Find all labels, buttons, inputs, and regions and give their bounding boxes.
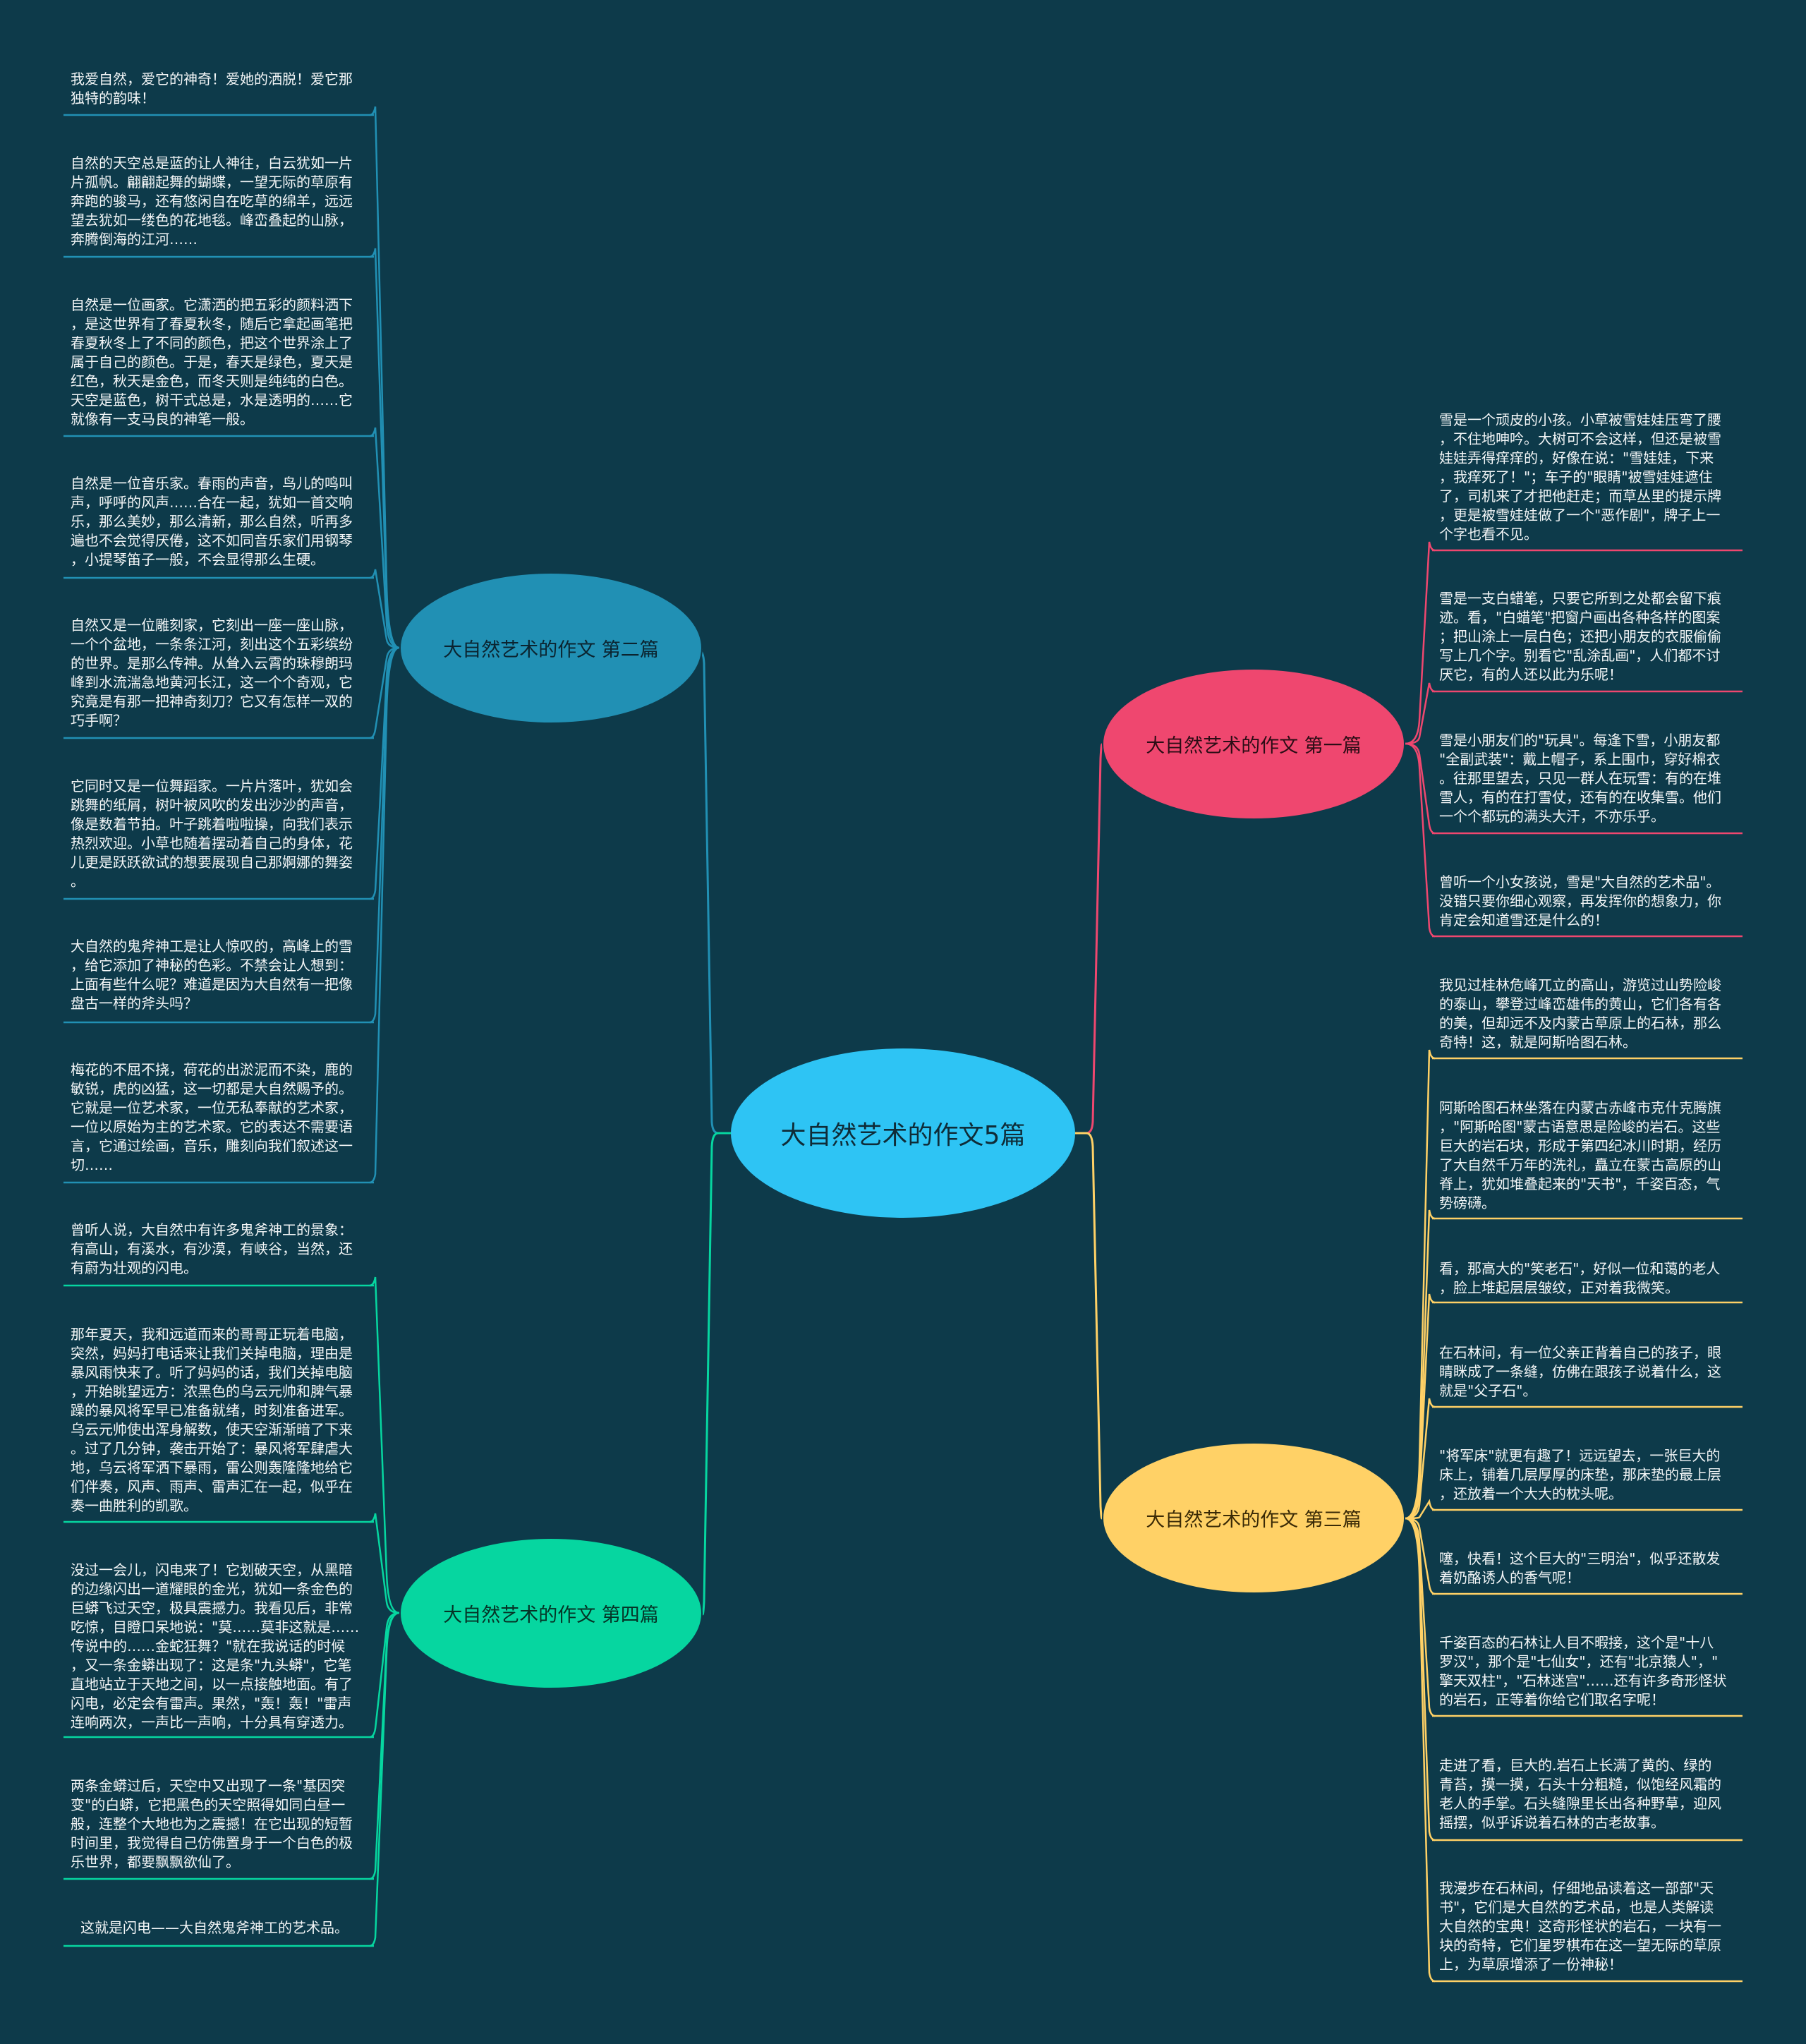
essay2-paragraph-7: 大自然的鬼斧神工是让人惊叹的，高峰上的雪 ，给它添加了神秘的色彩。不禁会让人想到… <box>71 938 353 1012</box>
essay4-branch-connector <box>369 1276 400 1614</box>
topic-essay-3[interactable]: 大自然艺术的作文 第三篇 <box>1102 1442 1405 1594</box>
essay2-paragraph-5: 自然又是一位雕刻家，它刻出一座一座山脉， 一个个盆地，一条条江河，刻出这个五彩缤… <box>71 617 353 729</box>
essay4-paragraph-2: 那年夏天，我和远道而来的哥哥正玩着电脑， 突然，妈妈打电话来让我们关掉电脑，理由… <box>71 1326 353 1514</box>
essay2-paragraph-2: 自然的天空总是蓝的让人神往，白云犹如一片 片孤帆。翩翩起舞的蝴蝶，一望无际的草原… <box>71 155 353 248</box>
essay3-paragraph-9: 我漫步在石林间，仔细地品读着这一部部"天 书"，它们是大自然的艺术品，也是人类解… <box>1439 1880 1721 1973</box>
essay3-paragraph-7: 千姿百态的石林让人目不暇接，这个是"十八 罗汉"，那个是"七仙女"，还有"北京猿… <box>1439 1634 1727 1708</box>
essay1-branch-connector <box>1405 742 1436 938</box>
center-topic[interactable]: 大自然艺术的作文5篇 <box>731 1048 1075 1218</box>
essay3-paragraph-8: 走进了看，巨大的.岩石上长满了黄的、绿的 青苔，摸一摸，石头十分粗糙，似饱经风霜… <box>1439 1757 1721 1831</box>
essay3-paragraph-5: "将军床"就更有趣了！远远望去，一张巨大的 床上，铺着几层厚厚的床垫，那床垫的最… <box>1439 1447 1721 1502</box>
essay1-paragraph-2: 雪是一支白蜡笔，只要它所到之处都会留下痕 迹。看，"白蜡笔"把窗户画出各种各样的… <box>1439 590 1721 683</box>
essay3-paragraph-4: 在石林间，有一位父亲正背着自己的孩子，眼 睛眯成了一条缝，仿佛在跟孩子说着什么，… <box>1439 1344 1721 1399</box>
essay4-branch-connector <box>369 1611 400 1947</box>
essay2-paragraph-4: 自然是一位音乐家。春雨的声音，鸟儿的鸣叫 声，呼呼的风声……合在一起，犹如一首交… <box>71 475 353 568</box>
essay4-paragraph-4: 两条金蟒过后，天空中又出现了一条"基因突 变"的白蟒，它把黑色的天空照得如同白昼… <box>71 1777 353 1870</box>
center-to-topic2-connector <box>698 648 731 1135</box>
essay1-paragraph-4: 曾听一个小女孩说，雪是"大自然的艺术品"。 没错只要你细心观察，再发挥你的想象力… <box>1439 873 1721 929</box>
center-to-topic3-connector <box>1075 1132 1103 1520</box>
center-to-topic1-connector <box>1075 743 1103 1135</box>
essay2-paragraph-8: 梅花的不屈不挠，荷花的出淤泥而不染，鹿的 敏锐，虎的凶猛，这一切都是大自然赐予的… <box>71 1061 353 1173</box>
essay2-branch-connector <box>369 106 400 649</box>
essay2-branch-connector <box>369 646 400 1184</box>
essay3-paragraph-2: 阿斯哈图石林坐落在内蒙古赤峰市克什克腾旗 ，"阿斯哈图"蒙古语意思是险峻的岩石。… <box>1439 1099 1721 1211</box>
essay2-paragraph-6: 它同时又是一位舞蹈家。一片片落叶，犹如会 跳舞的纸屑，树叶被风吹的发出沙沙的声音… <box>71 778 353 890</box>
essay2-paragraph-1: 我爱自然，爱它的神奇！爱她的洒脱！爱它那 独特的韵味！ <box>71 71 353 107</box>
essay3-paragraph-6: 噻，快看！这个巨大的"三明治"，似乎还散发 着奶酪诱人的香气呢！ <box>1439 1550 1721 1586</box>
essay4-paragraph-3: 没过一会儿，闪电来了！它划破天空，从黑暗 的边缘闪出一道耀眼的金光，犹如一条金色… <box>71 1561 360 1731</box>
essay1-paragraph-1: 雪是一个顽皮的小孩。小草被雪娃娃压弯了腰 ，不住地呻吟。大树可不会这样，但还是被… <box>1439 411 1721 543</box>
essay3-paragraph-3: 看，那高大的"笑老石"，好似一位和蔼的老人 ，脸上堆起层层皱纹，正对着我微笑。 <box>1439 1260 1721 1296</box>
essay2-paragraph-3: 自然是一位画家。它潇洒的把五彩的颜料洒下 ，是这世界有了春夏秋冬，随后它拿起画笔… <box>71 296 353 428</box>
essay1-paragraph-3: 雪是小朋友们的"玩具"。每逢下雪，小朋友都 "全副武装"：戴上帽子，系上围巾，穿… <box>1439 732 1721 825</box>
essay3-branch-connector <box>1405 1517 1436 1842</box>
topic-essay-4[interactable]: 大自然艺术的作文 第四篇 <box>399 1537 703 1689</box>
essay4-paragraph-1: 曾听人说，大自然中有许多鬼斧神工的景象： 有高山，有溪水，有沙漠，有峡谷，当然，… <box>71 1221 353 1276</box>
essay3-paragraph-1: 我见过桂林危峰兀立的高山，游览过山势险峻 的泰山，攀登过峰峦雄伟的黄山，它们各有… <box>1439 976 1721 1051</box>
essay2-branch-connector <box>369 248 400 649</box>
essay1-branch-connector <box>1405 541 1436 745</box>
topic-essay-1[interactable]: 大自然艺术的作文 第一篇 <box>1102 668 1405 820</box>
essay4-paragraph-5: 这就是闪电——大自然鬼斧神工的艺术品。 <box>80 1919 349 1936</box>
essay3-branch-connector <box>1405 1517 1436 1983</box>
topic-essay-2[interactable]: 大自然艺术的作文 第二篇 <box>399 572 703 724</box>
center-to-topic4-connector <box>701 1132 731 1616</box>
